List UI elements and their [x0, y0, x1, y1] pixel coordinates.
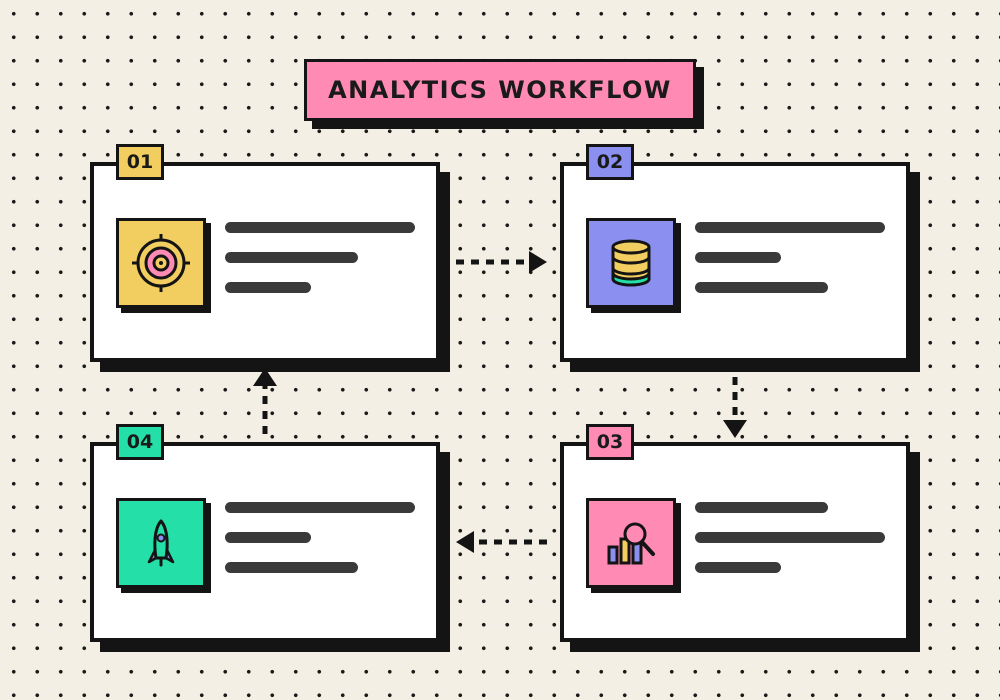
step-icon-tile [586, 498, 676, 588]
text-line [225, 532, 311, 543]
target-icon [132, 234, 190, 292]
text-line [695, 222, 885, 233]
step-icon-tile [116, 498, 206, 588]
step-icon-tile [586, 218, 676, 308]
step-card-02: 02 [560, 144, 910, 362]
diagram-title: ANALYTICS WORKFLOW [328, 76, 672, 104]
step-number-badge: 04 [116, 424, 164, 460]
analytics-chart-magnifier-icon [607, 522, 655, 565]
arrow-04-to-01 [253, 368, 277, 434]
arrow-01-to-02 [456, 251, 547, 273]
step-card-01: 01 [90, 144, 440, 362]
arrow-03-to-04 [456, 531, 547, 553]
text-line [695, 502, 828, 513]
text-line [225, 252, 358, 263]
text-placeholder-lines [695, 222, 885, 312]
step-number-badge: 01 [116, 144, 164, 180]
text-placeholder-lines [695, 502, 885, 592]
text-placeholder-lines [225, 502, 415, 592]
arrow-02-to-03 [723, 377, 747, 438]
title-banner: ANALYTICS WORKFLOW [304, 59, 696, 121]
text-line [695, 562, 781, 573]
rocket-icon [147, 519, 175, 567]
step-card-03: 03 [560, 424, 910, 642]
text-line [695, 252, 781, 263]
text-line [225, 562, 358, 573]
step-card-04: 04 [90, 424, 440, 642]
step-icon-tile [116, 218, 206, 308]
step-number-badge: 03 [586, 424, 634, 460]
database-icon [611, 239, 651, 287]
text-line [225, 222, 415, 233]
text-placeholder-lines [225, 222, 415, 312]
text-line [225, 502, 415, 513]
text-line [695, 282, 828, 293]
text-line [225, 282, 311, 293]
text-line [695, 532, 885, 543]
step-number-badge: 02 [586, 144, 634, 180]
